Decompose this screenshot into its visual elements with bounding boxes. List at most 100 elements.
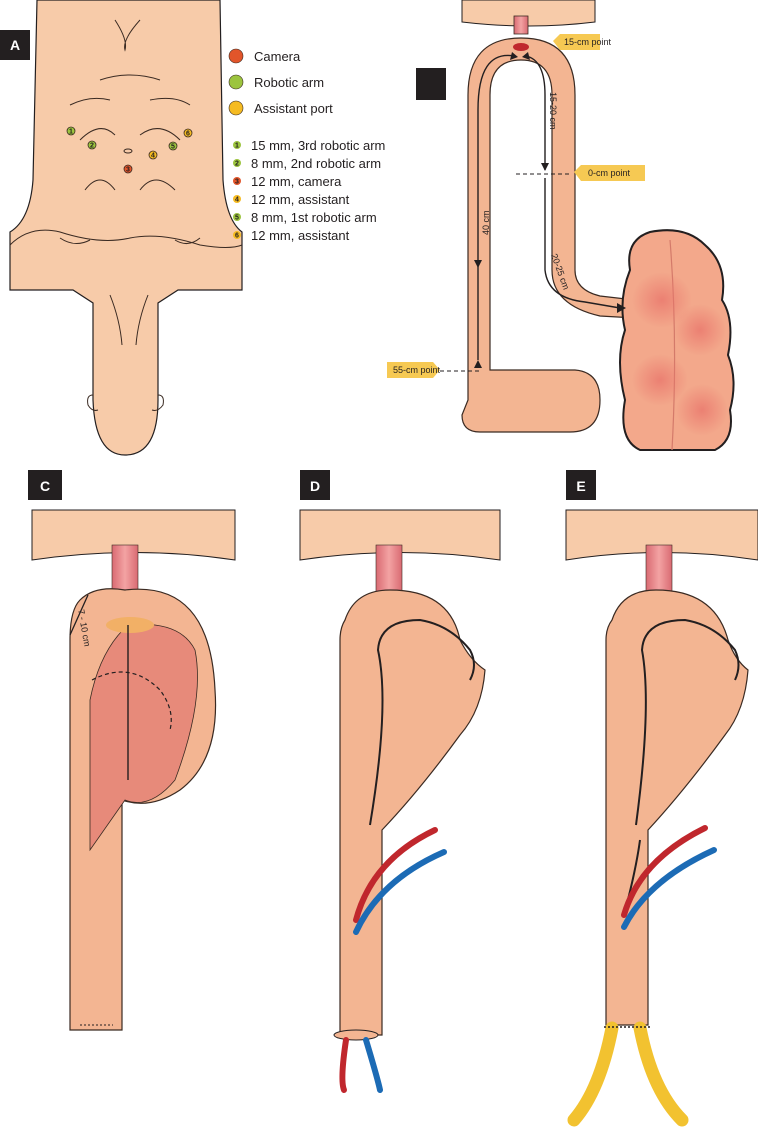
- panel-e-graft-right: [633, 1021, 689, 1127]
- legend-assistant-port-swatch: [228, 100, 244, 116]
- callout-15cm-label: 15-cm point: [564, 37, 612, 47]
- panel-c-label: C: [40, 478, 50, 494]
- port-6-marker: [183, 128, 193, 138]
- panel-c-gastrojejunostomy: [106, 617, 154, 633]
- panel-c-diaphragm: [31, 509, 236, 561]
- panel-d-roux-limb: [339, 589, 486, 1036]
- legend-robotic-arm-label: Robotic arm: [254, 75, 324, 90]
- patient-body: [9, 0, 243, 456]
- panel-d-esophagus: [375, 544, 403, 596]
- port-4-num: 4: [151, 153, 155, 160]
- port-list-3-marker: [233, 177, 241, 185]
- panel-b-esophagus: [513, 15, 529, 35]
- arrowhead-15-20-top: [522, 52, 530, 60]
- port-2-num: 2: [90, 143, 94, 150]
- legend-camera-swatch: [228, 48, 244, 64]
- port-list-4-marker: [233, 195, 241, 203]
- panel-d-staple-line: [369, 618, 475, 826]
- legend: Camera Robotic arm Assistant port 1 15 m…: [228, 48, 385, 243]
- colon-haustra-3: [632, 354, 688, 406]
- anastomosis-point: [513, 43, 529, 51]
- panel-c-label-box: [28, 470, 62, 500]
- panel-b: 40 cm 15-20 cm 20-25 cm 15-cm point 0-cm…: [387, 0, 735, 451]
- panel-d-diaphragm: [299, 509, 501, 561]
- panel-e-artery: [621, 825, 708, 918]
- callout-15cm-shape: [553, 34, 600, 50]
- callout-15cm: 15-cm point: [553, 34, 612, 50]
- panel-d-vein: [353, 849, 447, 935]
- intestinal-loop: [461, 37, 636, 433]
- chest-left: [84, 179, 116, 191]
- port-5-num: 5: [171, 144, 175, 151]
- callout-55cm: 55-cm point: [387, 362, 441, 378]
- port-list-1-marker: [233, 141, 241, 149]
- arrow-40-top-curve: [477, 54, 515, 111]
- panel-e-label: E: [576, 478, 585, 494]
- panel-a: A 1 2 3 4 5: [0, 0, 385, 456]
- panel-d-artery: [353, 827, 438, 923]
- clavicle-right: [174, 237, 201, 244]
- rib-left: [69, 97, 111, 106]
- panel-e-esophagus: [645, 544, 673, 596]
- chest-right: [139, 179, 176, 191]
- port-list-2-marker: [233, 159, 241, 167]
- arrow-20-25cm: [544, 178, 621, 309]
- rib-right: [149, 97, 191, 106]
- panel-a-label-box: [0, 30, 30, 60]
- port-3-marker: [123, 164, 133, 174]
- measure-40cm: 40 cm: [481, 210, 491, 235]
- measure-15-20cm: 15-20 cm: [548, 92, 558, 130]
- panel-b-label-box: [416, 68, 446, 100]
- port-list-3-num: 3: [235, 179, 239, 186]
- port-list-5-num: 5: [235, 215, 239, 222]
- port-list-2-num: 2: [235, 161, 239, 168]
- colon-haustra-4: [676, 384, 728, 436]
- arrowhead-40-mid: [474, 260, 482, 268]
- port-4-marker: [148, 150, 158, 160]
- legend-assistant-port-label: Assistant port: [254, 101, 333, 116]
- neck-right: [135, 294, 149, 346]
- port-list-2-label: 8 mm, 2nd robotic arm: [251, 156, 381, 171]
- port-list-5-marker: [233, 213, 241, 221]
- port-list-5-label: 8 mm, 1st robotic arm: [251, 210, 377, 225]
- abdomen-line: [99, 74, 161, 81]
- colon-haustra-1: [632, 272, 692, 328]
- port-list-1-label: 15 mm, 3rd robotic arm: [251, 138, 385, 153]
- panel-b-diaphragm: [461, 0, 596, 27]
- neck-left: [109, 294, 123, 346]
- ribcage-left: [79, 128, 116, 141]
- panel-e: E: [565, 470, 758, 1127]
- port-list-6-label: 12 mm, assistant: [251, 228, 350, 243]
- groin-line: [114, 19, 141, 52]
- legend-camera-label: Camera: [254, 49, 301, 64]
- panel-d-artery-distal: [339, 1037, 349, 1093]
- port-6-num: 6: [186, 131, 190, 138]
- colon-haustra-2: [674, 304, 726, 356]
- panel-e-graft-left: [567, 1021, 619, 1127]
- navel: [123, 148, 133, 154]
- port-list-3-label: 12 mm, camera: [251, 174, 342, 189]
- panel-d-vein-distal: [363, 1037, 383, 1093]
- callout-55cm-label: 55-cm point: [393, 365, 441, 375]
- callout-0cm-label: 0-cm point: [588, 168, 631, 178]
- measure-arrows: [474, 52, 626, 368]
- panel-c-opened-mucosa: [89, 623, 198, 852]
- colon-taenia: [669, 239, 676, 451]
- clavicle-left: [59, 237, 91, 244]
- panel-e-vein: [621, 847, 717, 930]
- callout-0cm: 0-cm point: [574, 165, 645, 181]
- port-list-1-num: 1: [235, 143, 239, 150]
- panel-e-staple-line: [635, 618, 740, 826]
- arrowhead-20-25: [617, 303, 626, 313]
- ear-right: [151, 394, 164, 411]
- panel-c: C 7 - 10 cm: [28, 470, 236, 1031]
- port-1-marker: [66, 126, 76, 136]
- panel-e-roux-limb: [605, 589, 749, 1026]
- ear-left: [87, 394, 99, 411]
- port-list-6-num: 6: [235, 233, 239, 240]
- port-2-marker: [87, 140, 97, 150]
- panel-c-esophagus: [111, 544, 139, 596]
- arrowhead-40-top: [510, 52, 518, 60]
- port-list-4-num: 4: [235, 197, 239, 204]
